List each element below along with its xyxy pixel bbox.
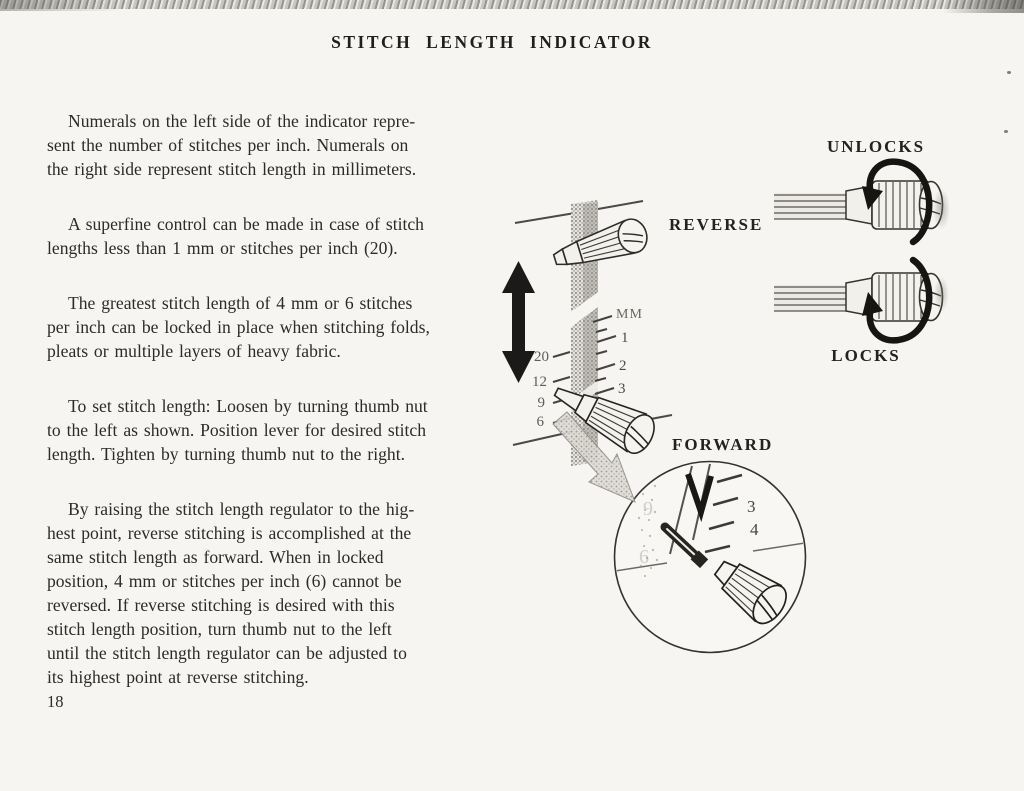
paragraph-3: The greatest stitch length of 4 mm or 6 … bbox=[47, 293, 430, 361]
forward-label: FORWARD bbox=[672, 435, 773, 454]
scale-right-3: 3 bbox=[618, 381, 626, 397]
scan-smudge bbox=[934, 276, 949, 312]
scale-right-2: 2 bbox=[619, 358, 627, 374]
inset-pointer bbox=[685, 473, 714, 523]
rotation-arrow-ccw bbox=[862, 158, 933, 246]
scan-speck bbox=[1004, 130, 1008, 133]
reverse-knob bbox=[552, 218, 648, 266]
inset-faint-9: 9 bbox=[643, 498, 653, 520]
scan-edge-band bbox=[0, 0, 1024, 13]
inset-faint-6: 6 bbox=[639, 546, 649, 568]
stitch-indicator-figure: MM 1 2 3 20 12 9 6 bbox=[502, 200, 807, 654]
page-title: STITCH LENGTH INDICATOR bbox=[331, 32, 653, 52]
magnifier-inset: 3 4 9 6 bbox=[552, 411, 807, 654]
magnify-arrow bbox=[552, 411, 636, 503]
paragraph-5: By raising the stitch length regulator t… bbox=[47, 499, 415, 687]
lock-knob bbox=[774, 256, 944, 344]
page-number: 18 bbox=[47, 692, 64, 711]
scan-smudge bbox=[933, 188, 950, 230]
thumbnut-figure: UNLOCKS bbox=[774, 137, 944, 365]
paragraph-1: Numerals on the left side of the indicat… bbox=[47, 111, 417, 179]
reverse-label: REVERSE bbox=[669, 215, 763, 234]
scale-left-20: 20 bbox=[534, 349, 549, 365]
locks-label: LOCKS bbox=[831, 346, 901, 365]
forward-knob bbox=[553, 387, 655, 455]
scale-left-12: 12 bbox=[532, 374, 547, 390]
inset-value-4: 4 bbox=[750, 520, 759, 539]
unlocks-label: UNLOCKS bbox=[827, 137, 925, 156]
scale-left-9: 9 bbox=[538, 395, 546, 411]
scale-right-1: 1 bbox=[621, 330, 629, 346]
unlock-knob bbox=[774, 158, 944, 246]
up-down-arrow bbox=[502, 261, 535, 383]
scale-right-values: 1 2 3 bbox=[618, 330, 629, 397]
inset-value-3: 3 bbox=[747, 497, 756, 516]
inset-faint-values: 9 6 bbox=[639, 498, 653, 568]
rotation-arrow-cw bbox=[862, 256, 933, 344]
scan-speck bbox=[1007, 71, 1011, 74]
inset-lever bbox=[660, 522, 709, 569]
inset-knob bbox=[713, 560, 787, 625]
paragraph-4: To set stitch length: Loosen by turning … bbox=[47, 396, 428, 464]
mm-label: MM bbox=[616, 307, 643, 322]
scale-left-values: 20 12 9 6 bbox=[532, 349, 549, 430]
body-text: Numerals on the left side of the indicat… bbox=[47, 109, 489, 714]
scale-left-6: 6 bbox=[537, 414, 545, 430]
paragraph-2: A superfine control can be made in case … bbox=[47, 214, 424, 258]
